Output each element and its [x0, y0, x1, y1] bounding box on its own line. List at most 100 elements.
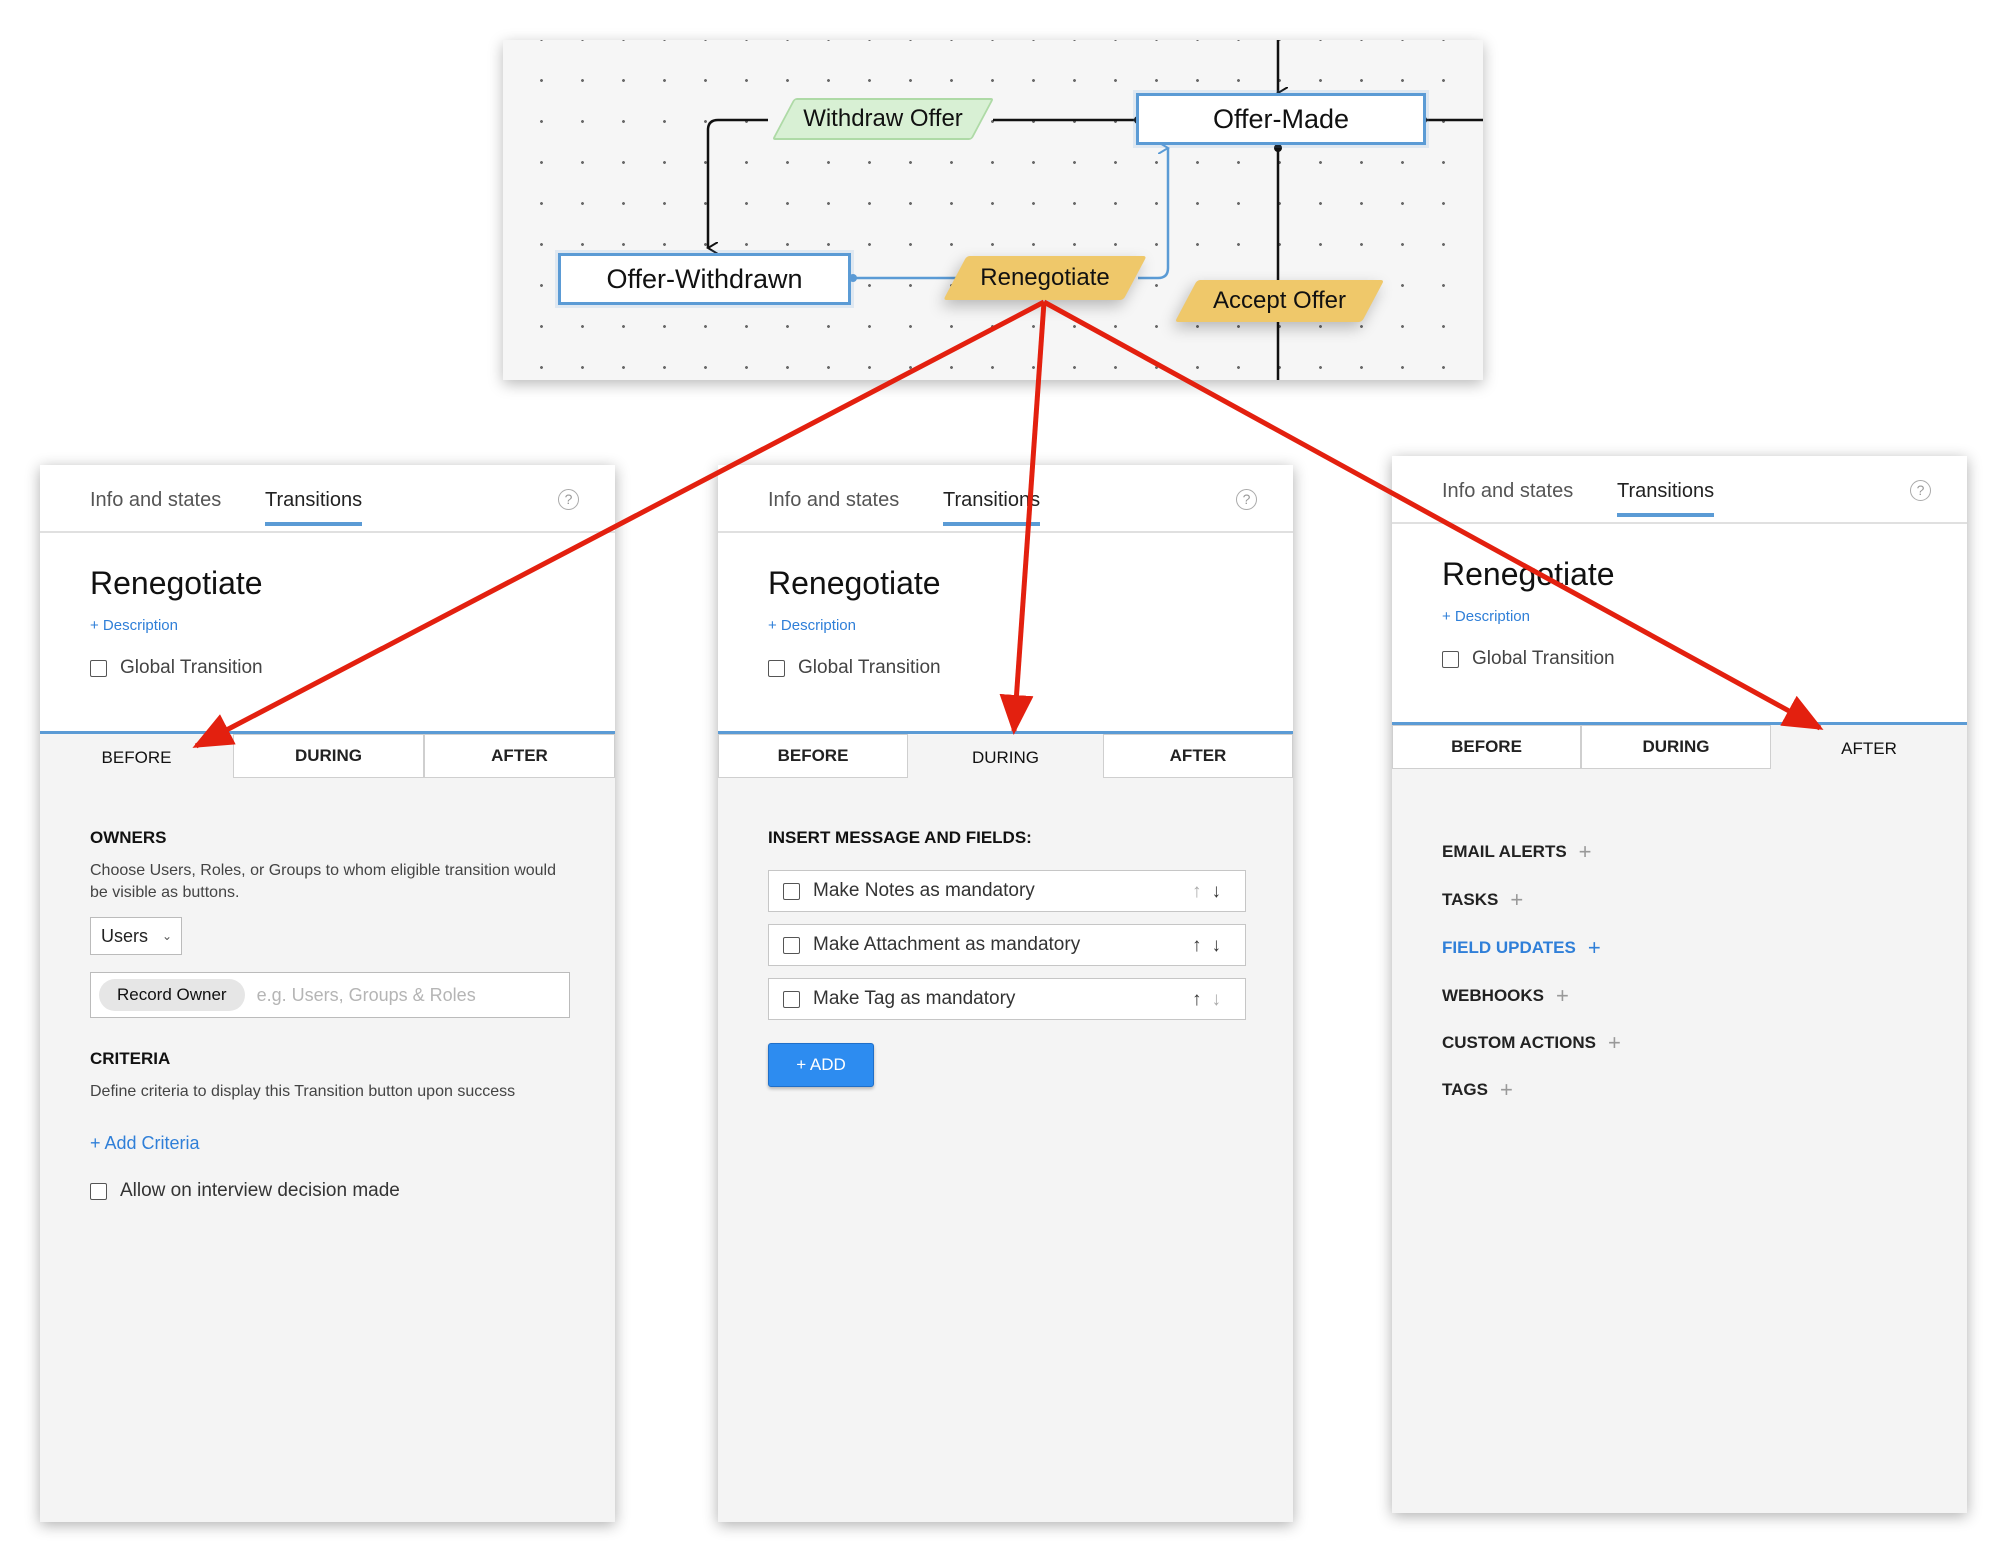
phase-tabs: BEFORE DURING AFTER: [40, 731, 615, 781]
checkbox-icon[interactable]: [783, 990, 800, 1008]
owners-placeholder: e.g. Users, Groups & Roles: [256, 984, 476, 1005]
workflow-diagram[interactable]: Offer-Made Offer-Withdrawn Withdraw Offe…: [503, 40, 1483, 380]
move-up-icon[interactable]: ↑: [1192, 881, 1212, 902]
transition-panel-during: Info and states Transitions ? Renegotiat…: [718, 465, 1293, 1522]
transition-label: Renegotiate: [980, 264, 1110, 291]
diagram-connectors: [503, 40, 1483, 380]
move-down-icon[interactable]: ↓: [1211, 935, 1231, 956]
field-row-notes[interactable]: Make Notes as mandatory ↑↓: [768, 870, 1246, 912]
custom-actions-item[interactable]: CUSTOM ACTIONS +: [1442, 1030, 1621, 1056]
allow-interview-label: Allow on interview decision made: [120, 1180, 400, 1201]
port-dot: [849, 274, 857, 282]
transition-renegotiate[interactable]: Renegotiate: [943, 256, 1147, 300]
checkbox-icon[interactable]: [90, 659, 107, 677]
panel-tabs: Info and states Transitions ?: [718, 465, 1293, 533]
reorder-arrows: ↑↓: [1192, 935, 1231, 957]
chevron-down-icon: ⌄: [162, 929, 173, 943]
move-up-icon[interactable]: ↑: [1192, 935, 1212, 956]
tab-info-and-states[interactable]: Info and states: [90, 489, 222, 511]
panel-header: Info and states Transitions ? Renegotiat…: [1392, 456, 1967, 722]
panel-header: Info and states Transitions ? Renegotiat…: [40, 465, 615, 731]
plus-icon[interactable]: +: [1499, 1077, 1513, 1102]
tab-before[interactable]: BEFORE: [718, 734, 908, 778]
tab-transitions[interactable]: Transitions: [265, 489, 363, 526]
phase-tabs: BEFORE DURING AFTER: [718, 731, 1293, 781]
checkbox-icon[interactable]: [1442, 650, 1459, 668]
tab-info-and-states[interactable]: Info and states: [768, 489, 900, 511]
tab-during[interactable]: DURING: [1581, 725, 1771, 769]
criteria-heading: CRITERIA: [90, 1049, 171, 1068]
record-owner-chip[interactable]: Record Owner: [99, 979, 245, 1011]
add-description-link[interactable]: + Description: [768, 617, 856, 634]
global-transition-checkbox[interactable]: Global Transition: [768, 657, 941, 679]
field-updates-label: FIELD UPDATES: [1442, 938, 1576, 957]
add-description-link[interactable]: + Description: [90, 617, 178, 634]
checkbox-icon[interactable]: [90, 1182, 107, 1200]
transition-panel-before: Info and states Transitions ? Renegotiat…: [40, 465, 615, 1522]
allow-interview-checkbox[interactable]: Allow on interview decision made: [90, 1180, 400, 1202]
help-icon[interactable]: ?: [1236, 489, 1257, 510]
state-label: Offer-Made: [1212, 103, 1350, 134]
tags-item[interactable]: TAGS +: [1442, 1077, 1513, 1103]
global-transition-label: Global Transition: [1472, 648, 1615, 669]
owners-input[interactable]: Record Owner e.g. Users, Groups & Roles: [90, 972, 570, 1018]
tab-during[interactable]: DURING: [233, 734, 424, 778]
tasks-item[interactable]: TASKS +: [1442, 887, 1523, 913]
connector-renegotiate-out: [1138, 148, 1168, 280]
owner-type-value: Users: [101, 925, 149, 946]
move-down-icon[interactable]: ↓: [1211, 989, 1231, 1010]
tab-after[interactable]: AFTER: [1771, 725, 1967, 772]
tasks-label: TASKS: [1442, 890, 1499, 909]
phase-tabs: BEFORE DURING AFTER: [1392, 722, 1967, 772]
field-label: Make Notes as mandatory: [813, 880, 1035, 901]
port-dot: [1274, 144, 1282, 152]
transition-withdraw-offer[interactable]: Withdraw Offer: [771, 98, 995, 140]
transition-label: Accept Offer: [1213, 287, 1346, 314]
connector-withdraw-left: [708, 118, 768, 248]
tab-after[interactable]: AFTER: [1103, 734, 1293, 778]
global-transition-label: Global Transition: [120, 657, 263, 678]
webhooks-item[interactable]: WEBHOOKS +: [1442, 983, 1569, 1009]
panel-tabs: Info and states Transitions ?: [1392, 456, 1967, 524]
move-down-icon[interactable]: ↓: [1211, 881, 1231, 902]
help-icon[interactable]: ?: [1910, 480, 1931, 501]
transition-accept-offer[interactable]: Accept Offer: [1174, 280, 1385, 322]
plus-icon[interactable]: +: [1510, 887, 1524, 912]
checkbox-icon[interactable]: [783, 936, 800, 954]
owner-type-select[interactable]: Users ⌄: [90, 917, 182, 955]
checkbox-icon[interactable]: [783, 882, 800, 900]
state-offer-made[interactable]: Offer-Made: [1136, 93, 1426, 145]
help-icon[interactable]: ?: [558, 489, 579, 510]
tags-label: TAGS: [1442, 1080, 1488, 1099]
tab-transitions[interactable]: Transitions: [1617, 480, 1715, 517]
move-up-icon[interactable]: ↑: [1192, 989, 1212, 1010]
transition-title: Renegotiate: [1442, 556, 1615, 592]
field-label: Make Tag as mandatory: [813, 988, 1016, 1009]
global-transition-checkbox[interactable]: Global Transition: [90, 657, 263, 679]
tab-before[interactable]: BEFORE: [1392, 725, 1581, 769]
tab-during[interactable]: DURING: [908, 734, 1103, 781]
checkbox-icon[interactable]: [768, 659, 785, 677]
tab-before[interactable]: BEFORE: [40, 734, 233, 781]
tab-after[interactable]: AFTER: [424, 734, 615, 778]
plus-icon[interactable]: +: [1587, 935, 1601, 960]
panel-tabs: Info and states Transitions ?: [40, 465, 615, 533]
global-transition-label: Global Transition: [798, 657, 941, 678]
add-criteria-link[interactable]: + Add Criteria: [90, 1133, 200, 1153]
field-row-tag[interactable]: Make Tag as mandatory ↑↓: [768, 978, 1246, 1020]
panel-header: Info and states Transitions ? Renegotiat…: [718, 465, 1293, 731]
field-row-attachment[interactable]: Make Attachment as mandatory ↑↓: [768, 924, 1246, 966]
add-description-link[interactable]: + Description: [1442, 608, 1530, 625]
field-updates-item[interactable]: FIELD UPDATES +: [1442, 935, 1601, 961]
add-field-button[interactable]: + ADD: [768, 1043, 874, 1087]
tab-info-and-states[interactable]: Info and states: [1442, 480, 1574, 502]
state-offer-withdrawn[interactable]: Offer-Withdrawn: [558, 253, 851, 305]
tab-transitions[interactable]: Transitions: [943, 489, 1041, 526]
plus-icon[interactable]: +: [1607, 1030, 1621, 1055]
global-transition-checkbox[interactable]: Global Transition: [1442, 648, 1615, 670]
plus-icon[interactable]: +: [1556, 983, 1569, 1008]
field-label: Make Attachment as mandatory: [813, 934, 1081, 955]
plus-icon[interactable]: +: [1578, 839, 1592, 864]
email-alerts-item[interactable]: EMAIL ALERTS +: [1442, 839, 1592, 865]
transition-title: Renegotiate: [90, 565, 263, 601]
